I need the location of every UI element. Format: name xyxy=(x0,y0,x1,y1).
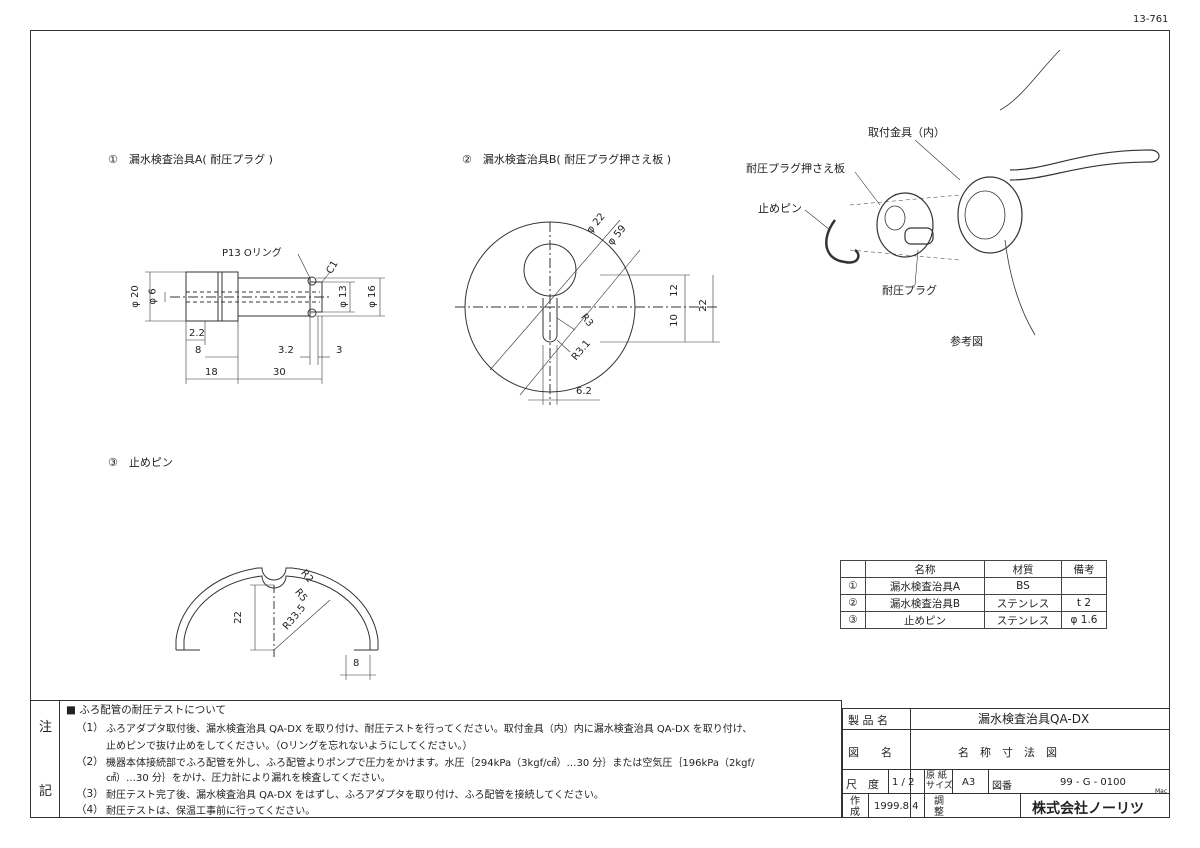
ref-plate-label: 耐圧プラグ押さえ板 xyxy=(746,162,845,175)
drawing-frame xyxy=(30,30,1170,818)
notes-side xyxy=(30,700,60,818)
mac-label: Mac xyxy=(1155,788,1168,795)
dim-22-pin: 22 xyxy=(232,611,244,624)
fig2-label: ② 漏水検査治具B( 耐圧プラグ押さえ板 ) xyxy=(462,153,671,166)
note-4-num: （4） xyxy=(76,804,104,816)
ref-plate xyxy=(876,192,934,258)
notes-side-top: 注 xyxy=(39,720,53,735)
scale-value: 1 / 2 xyxy=(892,777,915,788)
parts-table: 名称 材質 備考 ① 漏水検査治具A BS ② 漏水検査治具B ステンレス t … xyxy=(840,560,1107,629)
number-value: 99 - G - 0100 xyxy=(1060,777,1126,788)
notes-side-bottom: 記 xyxy=(39,784,53,799)
note-3-text: 耐圧テスト完了後、漏水検査治具 QA-DX をはずし、ふろアダプタを取り付け、ふ… xyxy=(106,790,604,801)
dim-10: 10 xyxy=(668,314,680,327)
page-number: 13-761 xyxy=(1133,14,1169,25)
plate-hole xyxy=(523,243,577,297)
oring-bottom xyxy=(307,308,317,318)
oring-top xyxy=(307,276,317,286)
product-label: 製 品 名 xyxy=(848,714,888,727)
title-block xyxy=(842,708,1170,818)
ref-caption: 参考図 xyxy=(950,335,983,348)
dim-8: 8 xyxy=(195,345,202,356)
ref-pin-label: 止めピン xyxy=(758,202,802,215)
paper-label: 原 紙 サイズ xyxy=(926,771,953,791)
notes-title: ■ ふろ配管の耐圧テストについて xyxy=(66,704,226,716)
fig3-label: ③ 止めピン xyxy=(108,456,173,469)
ref-plug xyxy=(904,227,934,245)
table-row: ② 漏水検査治具B ステンレス t 2 xyxy=(840,594,1107,612)
dim-2-2: 2.2 xyxy=(189,328,205,339)
note-2b-text: ㎠）…30 分｝をかけ、圧力計により漏れを検査してください。 xyxy=(106,773,391,784)
phi13-label: φ 13 xyxy=(337,285,349,308)
ref-mount-label: 取付金具（内） xyxy=(868,126,945,139)
note-3-num: （3） xyxy=(76,788,104,800)
dim-22: 22 xyxy=(697,299,709,312)
ref-mount xyxy=(957,176,1023,254)
table-header: 名称 材質 備考 xyxy=(840,560,1107,578)
dim-30: 30 xyxy=(273,367,286,378)
note-2-text: 機器本体接続部でふろ配管を外し、ふろ配管よりポンプで圧力をかけます。水圧｛294… xyxy=(106,758,755,769)
fig1-label: ① 漏水検査治具A( 耐圧プラグ ) xyxy=(108,153,273,166)
dim-8-pin: 8 xyxy=(353,658,360,669)
number-label: 図番 xyxy=(992,781,1012,792)
dim-3: 3 xyxy=(336,345,343,356)
pin-outline xyxy=(175,567,379,650)
table-row: ① 漏水検査治具A BS xyxy=(840,577,1107,595)
drawing-value: 名 称 寸 法 図 xyxy=(958,746,1057,759)
product-value: 漏水検査治具QA-DX xyxy=(978,712,1090,726)
note-4-text: 耐圧テストは、保温工事前に行ってください。 xyxy=(106,806,316,817)
drawing-label: 図 名 xyxy=(848,746,892,759)
date-value: 1999.8.4 xyxy=(874,801,919,812)
note-1-text: ふろアダプタ取付後、漏水検査治具 QA-DX を取り付け、耐圧テストを行ってくだ… xyxy=(106,724,753,735)
scale-label: 尺 度 xyxy=(846,778,879,791)
oring-label: P13 Oリング xyxy=(222,248,282,259)
company-name: 株式会社ノーリツ xyxy=(1032,801,1144,817)
dim-3-2: 3.2 xyxy=(278,345,294,356)
dim-6-2: 6.2 xyxy=(576,386,592,397)
table-row: ③ 止めピン ステンレス φ 1.6 xyxy=(840,611,1107,629)
ref-plug-label: 耐圧プラグ xyxy=(882,284,937,297)
note-2-num: （2） xyxy=(76,756,104,768)
dim-12: 12 xyxy=(668,284,680,297)
phi20-label: φ 20 xyxy=(129,285,141,308)
note-1-num: （1） xyxy=(76,722,104,734)
ref-pin xyxy=(825,219,860,264)
phi16-label: φ 16 xyxy=(366,285,378,308)
notes-box xyxy=(30,700,842,818)
plate-slot xyxy=(542,298,558,343)
phi6-label: φ 6 xyxy=(147,288,159,305)
note-1b-text: 止めピンで抜け止めをしてください。（Oリングを忘れないようにしてください。） xyxy=(106,741,473,752)
made-label: 作 成 xyxy=(850,796,860,818)
paper-value: A3 xyxy=(962,777,976,788)
dim-18: 18 xyxy=(205,367,218,378)
adjust-label: 調 整 xyxy=(934,796,944,818)
